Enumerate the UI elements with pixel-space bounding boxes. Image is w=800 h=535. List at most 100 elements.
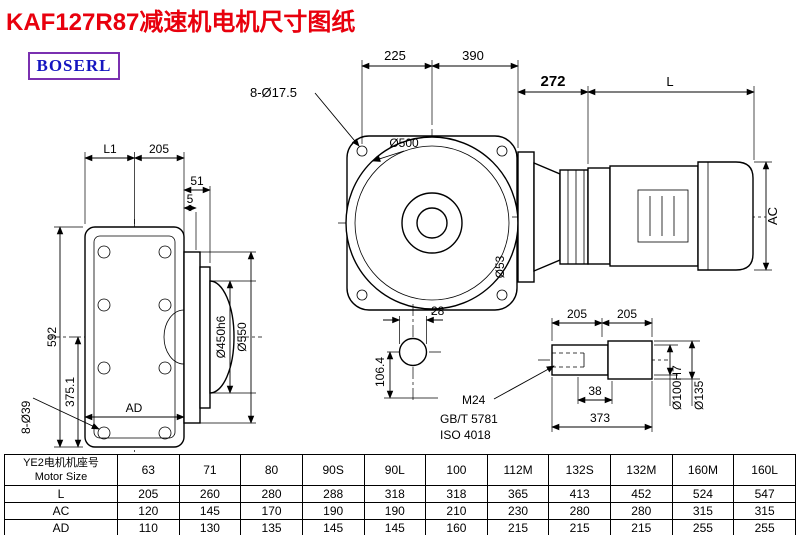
value-cell: 120 bbox=[117, 502, 180, 520]
value-cell: 205 bbox=[117, 485, 180, 503]
dim-label-450h6: Ø450h6 bbox=[214, 315, 228, 358]
fan-cover bbox=[697, 161, 754, 271]
corner-hole bbox=[356, 145, 368, 157]
dim-label-53: Ø53 bbox=[493, 255, 507, 278]
standard-label-gbt: GB/T 5781 bbox=[440, 412, 498, 426]
motor-size-header-cn: YE2电机机座号 bbox=[23, 457, 99, 469]
value-cell: 280 bbox=[548, 502, 611, 520]
holes-label-8xd39: 8-Ø39 bbox=[19, 400, 33, 434]
dim-label-272: 272 bbox=[540, 73, 565, 90]
dim-label-205-left: 205 bbox=[567, 307, 587, 321]
dim-label-373: 373 bbox=[590, 411, 610, 425]
motor-nameplate bbox=[637, 189, 689, 243]
dim-label-390: 390 bbox=[462, 48, 484, 63]
corner-hole bbox=[496, 145, 508, 157]
value-cell: 190 bbox=[301, 502, 365, 520]
dim-label-5: 5 bbox=[187, 192, 194, 206]
bolt-hole bbox=[97, 361, 111, 375]
value-cell: 413 bbox=[548, 485, 611, 503]
standard-label-iso: ISO 4018 bbox=[440, 428, 491, 442]
value-cell: 280 bbox=[610, 502, 673, 520]
adapter-housing bbox=[559, 169, 589, 265]
shaft-circle bbox=[416, 207, 448, 239]
dim-label-225: 225 bbox=[384, 48, 406, 63]
shaft-bore-arc bbox=[163, 309, 185, 365]
value-cell: 190 bbox=[363, 502, 427, 520]
shaft-detail-view: 205 205 38 373 Ø100H7 Ø135 M24 GB/T 5781… bbox=[440, 307, 706, 442]
motor-side-view: 272 L AC bbox=[512, 73, 780, 283]
left-view: L1 205 51 5 592 375.1 8-Ø39 AD Ø450h6 bbox=[19, 142, 262, 452]
dim-label-205-right: 205 bbox=[617, 307, 637, 321]
front-view: 225 390 8-Ø17.5 Ø500 Ø53 28 106.4 bbox=[250, 48, 527, 400]
bolt-hole bbox=[158, 245, 172, 259]
dim-label-500: Ø500 bbox=[389, 136, 419, 150]
motor-body bbox=[609, 165, 699, 267]
size-header-cell: 100 bbox=[425, 454, 488, 486]
value-cell: 315 bbox=[671, 502, 735, 520]
size-header-cell: 80 bbox=[240, 454, 303, 486]
value-cell: 318 bbox=[425, 485, 488, 503]
shaft-section-large bbox=[607, 340, 653, 380]
size-header-cell: 63 bbox=[117, 454, 180, 486]
page-title: KAF127R87减速机电机尺寸图纸 bbox=[6, 9, 356, 36]
dim-label-375: 375.1 bbox=[63, 377, 77, 407]
value-cell: 135 bbox=[240, 519, 303, 535]
size-header-cell: 160L bbox=[733, 454, 796, 486]
value-cell: 255 bbox=[733, 519, 796, 535]
thread-label-m24: M24 bbox=[462, 393, 486, 407]
value-cell: 315 bbox=[733, 502, 796, 520]
adapter-cone bbox=[533, 161, 561, 273]
value-cell: 230 bbox=[486, 502, 550, 520]
value-cell: 145 bbox=[363, 519, 427, 535]
corner-hole bbox=[496, 289, 508, 301]
value-cell: 160 bbox=[425, 519, 488, 535]
size-header-cell: 71 bbox=[178, 454, 242, 486]
bolt-hole bbox=[158, 298, 172, 312]
value-cell: 215 bbox=[486, 519, 550, 535]
value-cell: 524 bbox=[671, 485, 735, 503]
value-cell: 145 bbox=[178, 502, 242, 520]
dim-label-l1: L1 bbox=[103, 142, 117, 156]
size-header-cell: 160M bbox=[671, 454, 735, 486]
value-cell: 110 bbox=[117, 519, 180, 535]
value-cell: 365 bbox=[486, 485, 550, 503]
dim-label-550: Ø550 bbox=[235, 322, 249, 352]
dim-label-l: L bbox=[666, 74, 673, 89]
value-cell: 130 bbox=[178, 519, 242, 535]
value-cell: 170 bbox=[240, 502, 303, 520]
value-cell: 318 bbox=[363, 485, 427, 503]
leader-line bbox=[493, 365, 555, 400]
value-cell: 280 bbox=[240, 485, 303, 503]
flange-circle-inner bbox=[354, 145, 510, 301]
size-header-cell: 90L bbox=[363, 454, 427, 486]
leader-line bbox=[32, 397, 100, 430]
dim-label-135: Ø135 bbox=[692, 380, 706, 410]
leader-line bbox=[372, 150, 405, 162]
dim-label-ad: AD bbox=[126, 401, 143, 415]
bolt-hole bbox=[97, 245, 111, 259]
value-cell: 210 bbox=[425, 502, 488, 520]
corner-hole bbox=[356, 289, 368, 301]
size-header-cell: 132M bbox=[610, 454, 673, 486]
dim-label-51: 51 bbox=[190, 174, 204, 188]
bolt-hole bbox=[97, 298, 111, 312]
flange-outline bbox=[183, 251, 201, 424]
value-cell: 255 bbox=[671, 519, 735, 535]
row-label-cell: L bbox=[4, 485, 118, 503]
value-cell: 215 bbox=[610, 519, 673, 535]
bolt-hole bbox=[97, 426, 111, 440]
gearbox-body-inner bbox=[93, 235, 176, 439]
holes-label-8xd17: 8-Ø17.5 bbox=[250, 85, 297, 100]
shaft-section-small bbox=[551, 344, 609, 376]
dim-label-100h7: Ø100H7 bbox=[670, 365, 684, 410]
dim-label-ac: AC bbox=[765, 207, 780, 225]
motor-endbell bbox=[587, 167, 611, 265]
size-header-cell: 112M bbox=[486, 454, 550, 486]
